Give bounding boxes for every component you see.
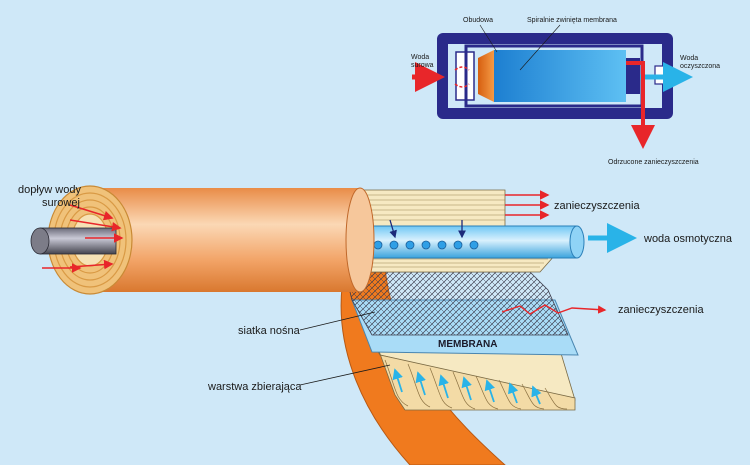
- contaminants-outflow-arrow-mid: [501, 304, 607, 315]
- inset-flow-arrows: [412, 61, 693, 149]
- label-spiral-membrane: Spiralnie zwinięta membrana: [527, 17, 617, 24]
- rejected-outflow-arrow: [626, 61, 655, 149]
- label-contaminants-mid: zanieczyszczenia: [618, 304, 704, 316]
- central-core-rod: [39, 227, 117, 255]
- carrier-mesh: [344, 271, 569, 336]
- contaminants-outflow-arrows-top: [505, 190, 550, 220]
- label-collecting-layer: warstwa zbierająca: [207, 381, 302, 393]
- tube-perforations: [373, 240, 479, 250]
- filter-housing-inset: [437, 24, 673, 119]
- label-raw-water-1: Woda: [411, 54, 429, 61]
- label-contaminants-top: zanieczyszczenia: [554, 200, 640, 212]
- permeate-flow-arrows: [392, 368, 542, 405]
- label-rejected-contaminants: Odrzucone zanieczyszczenia: [608, 159, 699, 166]
- label-raw-water-inflow-1: dopływ wody: [18, 184, 81, 196]
- label-clean-water-2: oczyszczona: [680, 63, 720, 70]
- spiral-membrane-element: [494, 50, 626, 102]
- label-raw-water-inflow-2: surowej: [42, 197, 80, 209]
- label-carrier-mesh: siatka nośna: [238, 325, 301, 337]
- label-membrane: MEMBRANA: [438, 339, 497, 350]
- label-osmotic-water: woda osmotyczna: [643, 233, 733, 245]
- raw-water-inflow-arrows: [42, 204, 124, 273]
- membrane-end-cap: [478, 50, 494, 102]
- label-raw-water-2: surowa: [411, 62, 434, 69]
- label-clean-water-1: Woda: [680, 55, 698, 62]
- label-housing: Obudowa: [463, 17, 493, 24]
